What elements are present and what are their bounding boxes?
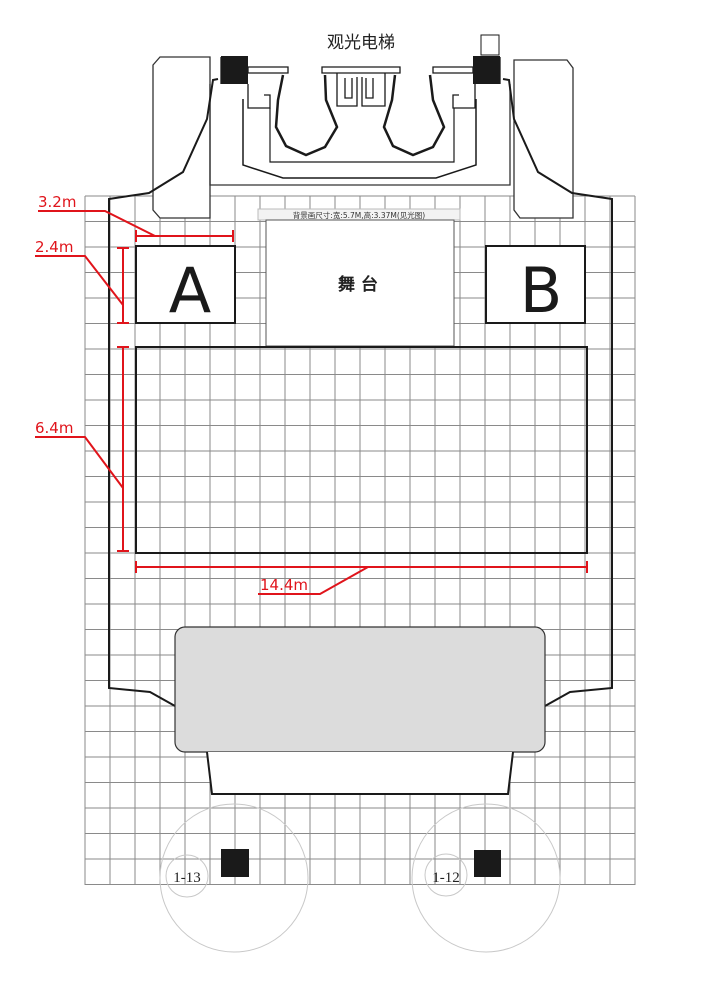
seating-block (174, 626, 546, 753)
elevator-label: 观光电梯 (327, 33, 395, 53)
dimension-area-height: 6.4m (35, 419, 73, 437)
elevator-structure (152, 56, 574, 219)
zone-a-label: A (169, 254, 211, 327)
zone-b (485, 245, 586, 324)
dimension-area-width: 14.4m (260, 576, 308, 594)
elevator-box (480, 34, 500, 56)
elevator-pillar-left (221, 56, 248, 84)
column-1-12: 1-12 (411, 803, 561, 953)
dimension-lines (35, 210, 588, 595)
column-label: 1-13 (173, 870, 201, 886)
stage-label: 舞 台 (338, 274, 378, 295)
elevator-pillar-right (473, 56, 500, 84)
dimension-zone-height: 2.4m (35, 238, 73, 256)
column-1-13: 1-13 (159, 803, 309, 953)
dimension-zone-width: 3.2m (38, 193, 76, 211)
zone-b-label: B (520, 254, 563, 327)
stage (265, 219, 455, 347)
main-area (135, 346, 588, 554)
backdrop-note: 背景画尺寸:宽:5.7M,高:3.37M(见光图) (293, 210, 425, 220)
platform (206, 751, 514, 795)
zone-a (135, 245, 236, 324)
column-label: 1-12 (432, 870, 460, 886)
building-outline (108, 78, 613, 707)
